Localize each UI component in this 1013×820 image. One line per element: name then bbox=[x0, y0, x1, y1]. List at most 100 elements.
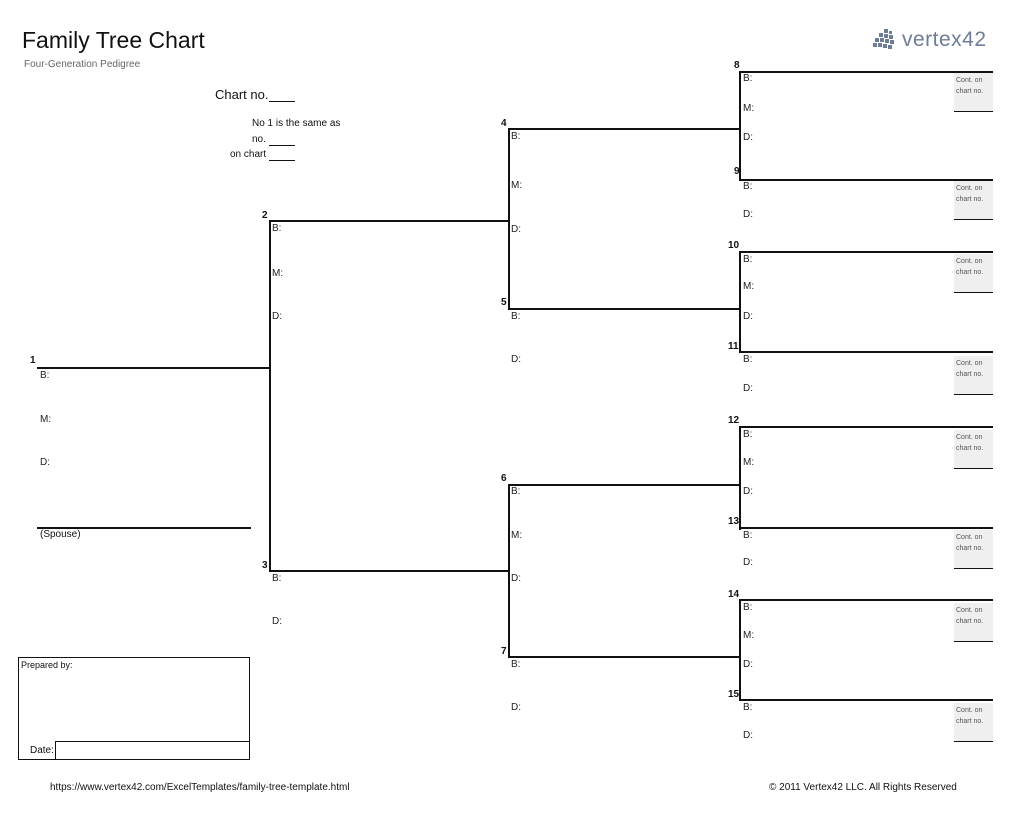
connector-3 bbox=[508, 484, 510, 658]
person-number-2: 2 bbox=[262, 210, 268, 221]
person-number-7: 7 bbox=[501, 646, 507, 657]
person-12-died: D: bbox=[743, 486, 753, 497]
continued-box-8[interactable]: Cont. on chart no. bbox=[954, 73, 993, 112]
person-8-married: M: bbox=[743, 103, 755, 114]
person-line-12 bbox=[739, 426, 993, 428]
person-line-1 bbox=[37, 367, 271, 369]
person-14-born: B: bbox=[743, 602, 753, 613]
person-1-born: B: bbox=[40, 370, 50, 381]
person-15-died: D: bbox=[743, 730, 753, 741]
person-6-died: D: bbox=[511, 573, 521, 584]
person-number-4: 4 bbox=[501, 118, 507, 129]
person-10-married: M: bbox=[743, 281, 755, 292]
person-line-9 bbox=[739, 179, 993, 181]
cont-on-label: Cont. on bbox=[956, 77, 983, 84]
person-number-9: 9 bbox=[734, 166, 740, 177]
connector-6 bbox=[739, 426, 741, 530]
same-as-no-blank[interactable] bbox=[269, 145, 295, 146]
person-number-5: 5 bbox=[501, 297, 507, 308]
cont-chart-no-label: chart no. bbox=[956, 545, 984, 552]
person-14-died: D: bbox=[743, 659, 753, 670]
continued-box-11[interactable]: Cont. on chart no. bbox=[954, 356, 993, 395]
vertex42-logo-icon bbox=[873, 29, 894, 49]
person-line-14 bbox=[739, 599, 993, 601]
cont-on-label: Cont. on bbox=[956, 360, 983, 367]
person-14-married: M: bbox=[743, 630, 755, 641]
footer-url[interactable]: https://www.vertex42.com/ExcelTemplates/… bbox=[50, 782, 350, 793]
person-6-married: M: bbox=[511, 530, 523, 541]
page-subtitle: Four-Generation Pedigree bbox=[24, 59, 141, 70]
person-3-died: D: bbox=[272, 616, 282, 627]
continued-box-15[interactable]: Cont. on chart no. bbox=[954, 703, 993, 742]
person-2-died: D: bbox=[272, 311, 282, 322]
page-title: Family Tree Chart bbox=[22, 27, 205, 53]
person-line-11 bbox=[739, 351, 993, 353]
person-line-4 bbox=[508, 128, 741, 130]
person-5-born: B: bbox=[511, 311, 521, 322]
chart-no-label: Chart no. bbox=[215, 87, 269, 102]
cont-chart-no-label: chart no. bbox=[956, 445, 984, 452]
connector-2 bbox=[508, 128, 510, 310]
vertex42-logo: vertex42 bbox=[872, 26, 987, 54]
cont-chart-no-label: chart no. bbox=[956, 371, 984, 378]
footer-copyright: © 2011 Vertex42 LLC. All Rights Reserved bbox=[769, 782, 957, 793]
continued-box-12[interactable]: Cont. on chart no. bbox=[954, 430, 993, 469]
cont-chart-no-label: chart no. bbox=[956, 88, 984, 95]
spouse-line bbox=[37, 527, 251, 529]
chart-no-blank[interactable] bbox=[269, 101, 295, 102]
person-line-8 bbox=[739, 71, 993, 73]
person-line-2 bbox=[269, 220, 510, 222]
person-1-died: D: bbox=[40, 457, 50, 468]
person-13-born: B: bbox=[743, 530, 753, 541]
person-7-born: B: bbox=[511, 659, 521, 670]
person-2-married: M: bbox=[272, 268, 284, 279]
no-label: no. bbox=[252, 134, 266, 145]
person-2-born: B: bbox=[272, 223, 282, 234]
connector-4 bbox=[739, 71, 741, 181]
connector-7 bbox=[739, 599, 741, 701]
person-line-3 bbox=[269, 570, 510, 572]
connector-5 bbox=[739, 251, 741, 353]
on-chart-blank[interactable] bbox=[269, 160, 295, 161]
cont-on-label: Cont. on bbox=[956, 258, 983, 265]
person-10-born: B: bbox=[743, 254, 753, 265]
cont-on-label: Cont. on bbox=[956, 434, 983, 441]
cont-chart-no-label: chart no. bbox=[956, 718, 984, 725]
person-line-5 bbox=[508, 308, 741, 310]
cont-chart-no-label: chart no. bbox=[956, 196, 984, 203]
person-15-born: B: bbox=[743, 702, 753, 713]
cont-on-label: Cont. on bbox=[956, 707, 983, 714]
person-line-13 bbox=[739, 527, 993, 529]
person-line-10 bbox=[739, 251, 993, 253]
person-10-died: D: bbox=[743, 311, 753, 322]
person-3-born: B: bbox=[272, 573, 282, 584]
person-5-died: D: bbox=[511, 354, 521, 365]
person-11-born: B: bbox=[743, 354, 753, 365]
person-line-15 bbox=[739, 699, 993, 701]
person-4-born: B: bbox=[511, 131, 521, 142]
person-line-6 bbox=[508, 484, 741, 486]
same-as-text: No 1 is the same as bbox=[252, 118, 341, 129]
date-field[interactable] bbox=[55, 741, 250, 760]
person-number-11: 11 bbox=[728, 341, 739, 352]
person-9-died: D: bbox=[743, 209, 753, 220]
cont-chart-no-label: chart no. bbox=[956, 618, 984, 625]
person-number-12: 12 bbox=[728, 415, 740, 426]
person-number-8: 8 bbox=[734, 60, 740, 71]
person-6-born: B: bbox=[511, 486, 521, 497]
person-4-died: D: bbox=[511, 224, 521, 235]
person-1-married: M: bbox=[40, 414, 52, 425]
person-number-1: 1 bbox=[30, 355, 36, 366]
person-number-13: 13 bbox=[728, 516, 740, 527]
person-8-died: D: bbox=[743, 132, 753, 143]
person-4-married: M: bbox=[511, 180, 523, 191]
person-number-10: 10 bbox=[728, 240, 740, 251]
person-number-6: 6 bbox=[501, 473, 507, 484]
person-12-born: B: bbox=[743, 429, 753, 440]
person-13-died: D: bbox=[743, 557, 753, 568]
prepared-by-label: Prepared by: bbox=[21, 660, 73, 670]
